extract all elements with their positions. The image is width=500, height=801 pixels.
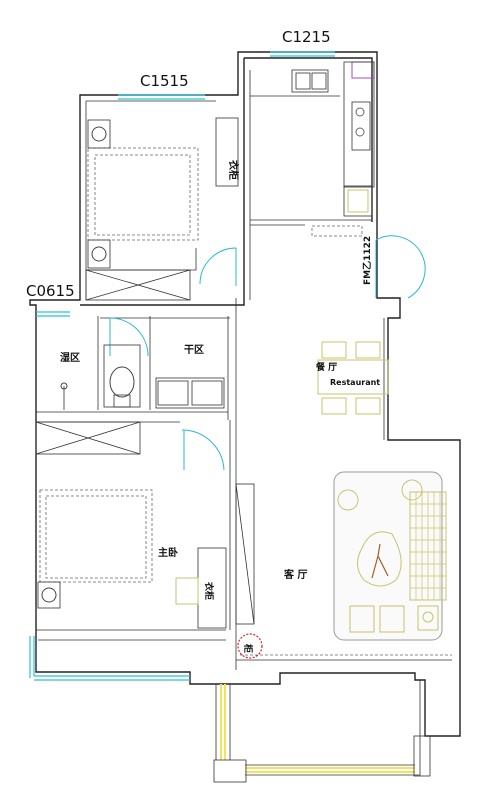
room-label-dry-area: 干区 bbox=[184, 344, 204, 356]
window-label-c1215: C1215 bbox=[282, 28, 331, 46]
living-area bbox=[237, 471, 447, 659]
bedroom-top bbox=[85, 117, 239, 301]
room-label-dining-en: Restaurant bbox=[330, 378, 380, 387]
fire-door-label: FM乙1122 bbox=[362, 236, 373, 285]
wardrobe-label-top: 衣柜 bbox=[227, 160, 240, 180]
wardrobe-label-master: 衣柜 bbox=[203, 582, 215, 600]
dining-area bbox=[317, 341, 389, 415]
window-label-c1515: C1515 bbox=[140, 72, 189, 90]
room-label-master-bedroom: 主卧 bbox=[158, 546, 178, 559]
windows bbox=[29, 51, 335, 681]
room-label-wet-area: 湿区 bbox=[60, 351, 80, 364]
bathroom bbox=[60, 344, 225, 410]
room-label-living-room: 客 厅 bbox=[283, 568, 307, 581]
doors bbox=[109, 235, 426, 471]
window-label-c0615: C0615 bbox=[26, 282, 75, 300]
cabinet-circle-label: 柜 bbox=[242, 643, 254, 653]
kitchen bbox=[291, 61, 375, 237]
master-bedroom bbox=[35, 421, 255, 629]
labels: C1215 C1515 C0615 衣柜 FM乙1122 湿区 干区 餐 厅 R… bbox=[26, 28, 380, 653]
room-label-dining: 餐 厅 bbox=[315, 361, 337, 373]
balcony bbox=[213, 680, 431, 783]
